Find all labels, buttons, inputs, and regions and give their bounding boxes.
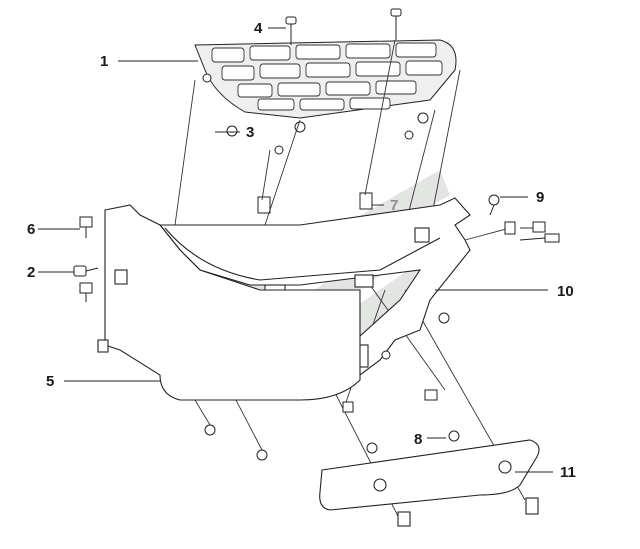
part-1-foot-grate [194, 39, 457, 119]
callout-6: 6 [27, 221, 36, 238]
part-3-nuts [202, 73, 429, 155]
part-4-screws [285, 8, 402, 45]
callout-2: 2 [27, 264, 36, 281]
callout-11: 11 [560, 464, 576, 481]
callout-9: 9 [536, 189, 545, 206]
callout-3: 3 [246, 124, 255, 141]
part-11-trim-strip [319, 439, 540, 527]
part-2-screw [73, 265, 99, 277]
part-7-clips [257, 192, 373, 214]
part-5-side-panel [97, 204, 361, 401]
part-8-clips [204, 389, 460, 461]
leader-lines [38, 27, 553, 473]
callout-10: 10 [557, 283, 574, 300]
callout-5: 5 [46, 373, 55, 390]
part-9-fasteners [381, 194, 560, 360]
callout-4: 4 [254, 20, 263, 37]
callout-1: 1 [100, 53, 109, 70]
callout-7: 7 [390, 197, 399, 214]
callout-8: 8 [414, 431, 423, 448]
part-6-bolts [79, 216, 93, 302]
